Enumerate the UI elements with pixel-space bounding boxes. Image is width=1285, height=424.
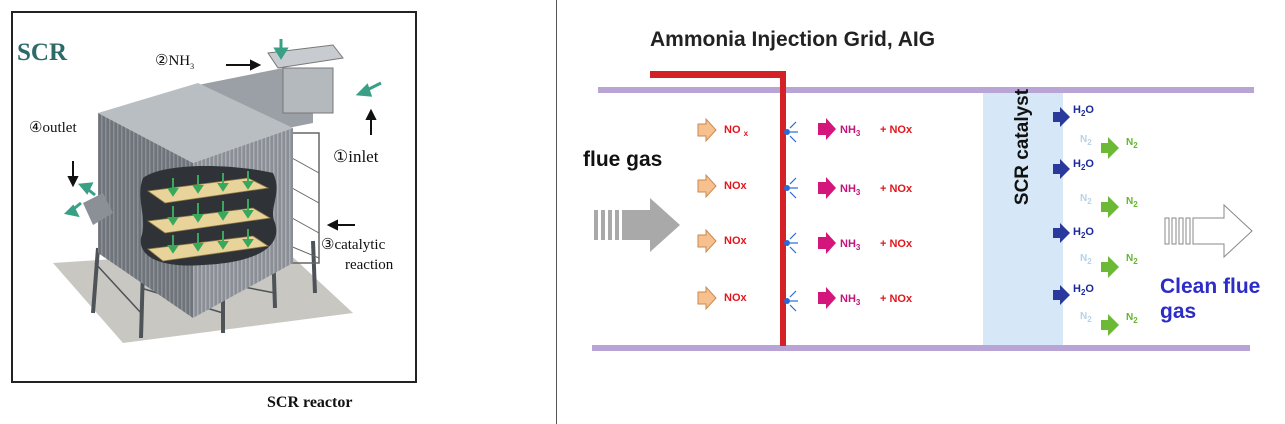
n2-faded-label: N2 [1080, 311, 1092, 324]
nh3-label: NH3 [840, 293, 861, 308]
outlet-label: ④outlet [29, 120, 77, 136]
n2-label: N2 [1126, 253, 1138, 266]
aig-header-pipe [650, 71, 785, 78]
flow-arrows [167, 171, 254, 254]
scr-title: SCR [17, 39, 68, 66]
scr-reactor-figure: SCR ②NH3 ④outlet ①inlet ③catalytic react… [11, 11, 417, 383]
external-flow-arrows [63, 39, 382, 218]
h2o-arrows [1053, 107, 1070, 305]
plus-nox-label: + NOx [880, 238, 913, 250]
ammonia-grid-box [282, 67, 334, 114]
n2-label: N2 [1126, 312, 1138, 325]
scr-catalyst-label: SCR catalyst [1012, 88, 1033, 206]
n2-label: N2 [1126, 196, 1138, 209]
nox-label: NO x [724, 124, 749, 139]
h2o-label: H2O [1073, 158, 1094, 173]
catalyst-layers [146, 177, 272, 262]
n2-faded-label: N2 [1080, 253, 1092, 266]
outlet-duct [83, 193, 113, 225]
nh3-arrows [818, 118, 836, 309]
aig-riser-pipe [780, 71, 786, 346]
label-arrows [67, 59, 377, 231]
duct-bottom-wall [592, 345, 1250, 351]
nox-arrows [697, 117, 717, 311]
nh3-injection-module [267, 44, 344, 69]
n2-arrows [1101, 137, 1119, 336]
h2o-label: H2O [1073, 226, 1094, 241]
nox-label: NOx [724, 180, 747, 192]
clean-flue-gas-label: Clean flue gas [1160, 274, 1280, 324]
duct-top-wall [598, 87, 1254, 93]
n2-label: N2 [1126, 137, 1138, 150]
scr-reactor-illustration [53, 39, 382, 343]
catalytic-label: ③catalytic [321, 237, 386, 253]
inlet-label: ①inlet [333, 147, 379, 166]
reaction-label: reaction [345, 257, 394, 273]
h2o-label: H2O [1073, 283, 1094, 298]
h2o-label: H2O [1073, 104, 1094, 119]
reactor-roof [98, 83, 293, 163]
scr-reactor-caption: SCR reactor [267, 394, 353, 411]
catalyst-block [983, 93, 1063, 345]
nox-label: NOx [724, 235, 747, 247]
flue-gas-label: flue gas [583, 148, 663, 171]
nh3-label: NH3 [840, 238, 861, 253]
panel-divider [556, 0, 557, 424]
clean-gas-line-1: Clean flue [1160, 275, 1261, 298]
nh3-label: ②NH3 [155, 53, 195, 71]
clean-gas-arrow [1164, 203, 1253, 259]
nox-label: NOx [724, 292, 747, 304]
aig-title: Ammonia Injection Grid, AIG [650, 28, 936, 51]
n2-faded-label: N2 [1080, 193, 1092, 206]
plus-nox-label: + NOx [880, 183, 913, 195]
nh3-label: NH3 [840, 124, 861, 139]
n2-faded-label: N2 [1080, 134, 1092, 147]
plus-nox-label: + NOx [880, 124, 913, 136]
plus-nox-label: + NOx [880, 293, 913, 305]
clean-gas-line-2: gas [1160, 300, 1197, 323]
nh3-label: NH3 [840, 183, 861, 198]
injection-nozzles [784, 121, 798, 312]
flue-gas-arrow [594, 198, 680, 252]
